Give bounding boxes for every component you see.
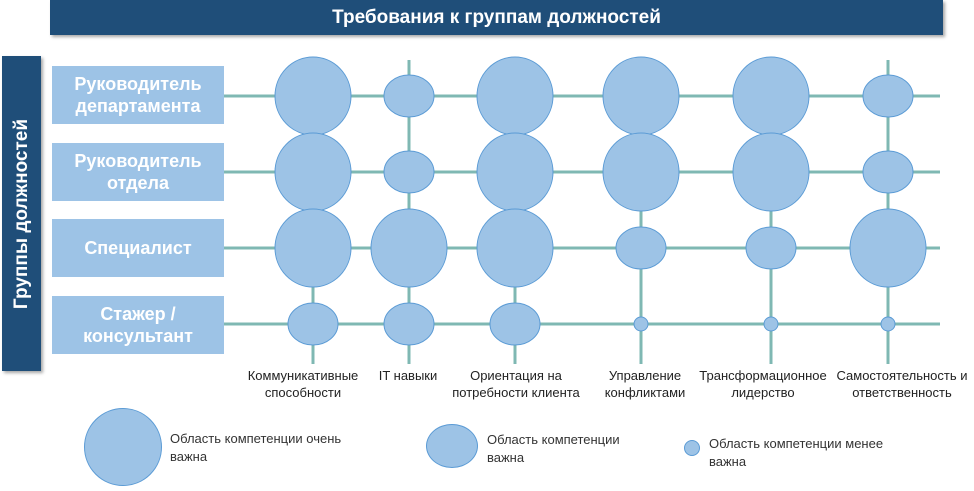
- competency-circle-important: [615, 226, 667, 270]
- row-label-division-head: Руководитель отдела: [52, 143, 224, 201]
- competency-circle-important: [383, 302, 435, 346]
- competency-circle-very-important: [274, 132, 352, 212]
- competency-circle-very-important: [602, 132, 680, 212]
- competency-circle-very-important: [732, 56, 810, 136]
- competency-circle-important: [383, 74, 435, 118]
- competency-circle-important: [862, 74, 914, 118]
- competency-circle-very-important: [476, 56, 554, 136]
- competency-circle-very-important: [732, 132, 810, 212]
- column-label-it-skills: IT навыки: [378, 368, 438, 383]
- competency-circle-very-important: [849, 208, 927, 288]
- competency-circle-important: [745, 226, 797, 270]
- competency-circle-less-important: [880, 316, 896, 332]
- competency-circle-important: [383, 150, 435, 194]
- column-label-conflict-management: Управление конфликтами: [604, 368, 686, 400]
- column-label-transformational-leadership: Трансформационное лидерство: [699, 368, 827, 400]
- legend-less-important-text: Область компетенции менее важна: [709, 436, 884, 469]
- legend-important-circle: [426, 424, 478, 468]
- competency-circle-very-important: [602, 56, 680, 136]
- competency-circle-very-important: [476, 208, 554, 288]
- competency-circle-very-important: [476, 132, 554, 212]
- competency-circle-important: [489, 302, 541, 346]
- competency-circle-very-important: [274, 208, 352, 288]
- column-label-independence: Самостоятельность и ответственность: [836, 368, 968, 400]
- legend-less-important-circle: [684, 440, 700, 456]
- competency-circle-important: [287, 302, 339, 346]
- job-groups-axis-panel: Группы должностей: [2, 56, 41, 371]
- competency-circle-very-important: [274, 56, 352, 136]
- competency-circle-important: [862, 150, 914, 194]
- page-title: Требования к группам должностей: [50, 0, 943, 35]
- competency-circle-less-important: [633, 316, 649, 332]
- row-label-intern: Стажер / консультант: [52, 296, 224, 354]
- competency-circle-very-important: [370, 208, 448, 288]
- legend-very-important-circle: [84, 408, 162, 486]
- column-label-client-orientation: Ориентация на потребности клиента: [452, 368, 580, 400]
- row-label-specialist: Специалист: [52, 219, 224, 277]
- legend-very-important-text: Область компетенции очень важна: [170, 431, 342, 464]
- column-label-communication: Коммуникативные способности: [247, 368, 359, 400]
- competency-circle-less-important: [763, 316, 779, 332]
- row-label-department-head: Руководитель департамента: [52, 66, 224, 124]
- legend-important-text: Область компетенции важна: [487, 432, 620, 465]
